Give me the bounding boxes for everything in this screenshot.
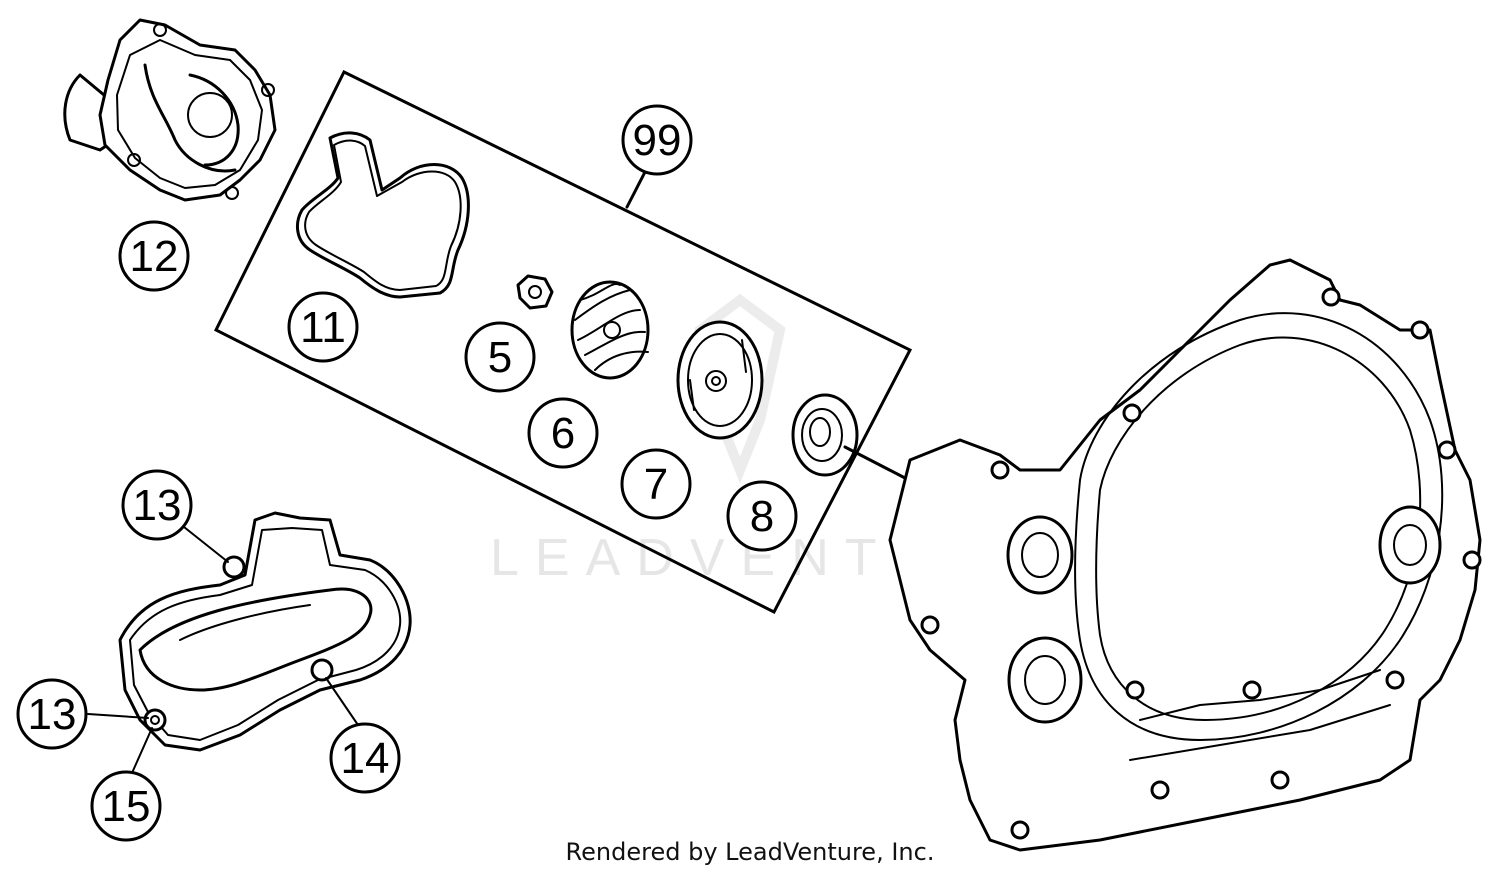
render-credit: Rendered by LeadVenture, Inc.	[565, 838, 935, 866]
callout-7: 7	[620, 448, 692, 520]
nut-part	[516, 274, 554, 310]
svg-text:5: 5	[488, 333, 512, 382]
svg-text:13: 13	[133, 481, 182, 530]
callout-13-top: 13	[121, 469, 193, 541]
callout-12: 12	[118, 220, 190, 292]
impeller-part	[570, 280, 650, 380]
callout-8: 8	[726, 480, 798, 552]
callout-13-bottom: 13	[16, 678, 88, 750]
callout-5: 5	[464, 321, 536, 393]
callout-11: 11	[287, 291, 359, 363]
callout-6: 6	[527, 397, 599, 469]
svg-text:13: 13	[28, 690, 77, 739]
pump-cover-bottom-part	[118, 511, 412, 752]
callout-15: 15	[90, 770, 162, 842]
svg-text:6: 6	[551, 409, 575, 458]
svg-text:11: 11	[300, 303, 346, 352]
callout-99: 99	[621, 104, 693, 176]
engine-case-cover-part	[888, 258, 1482, 852]
leader-lines	[87, 526, 359, 774]
callout-14: 14	[329, 722, 401, 794]
gasket-part	[296, 131, 470, 299]
svg-text:99: 99	[633, 116, 682, 165]
svg-text:12: 12	[130, 232, 179, 281]
svg-text:8: 8	[750, 492, 774, 541]
svg-text:14: 14	[341, 734, 390, 783]
kit-box	[213, 69, 913, 615]
svg-text:15: 15	[102, 782, 151, 831]
pump-cover-top-part	[63, 18, 277, 202]
svg-text:7: 7	[644, 460, 668, 509]
pump-shaft-disk-part	[676, 320, 764, 440]
seal-part	[791, 393, 907, 480]
